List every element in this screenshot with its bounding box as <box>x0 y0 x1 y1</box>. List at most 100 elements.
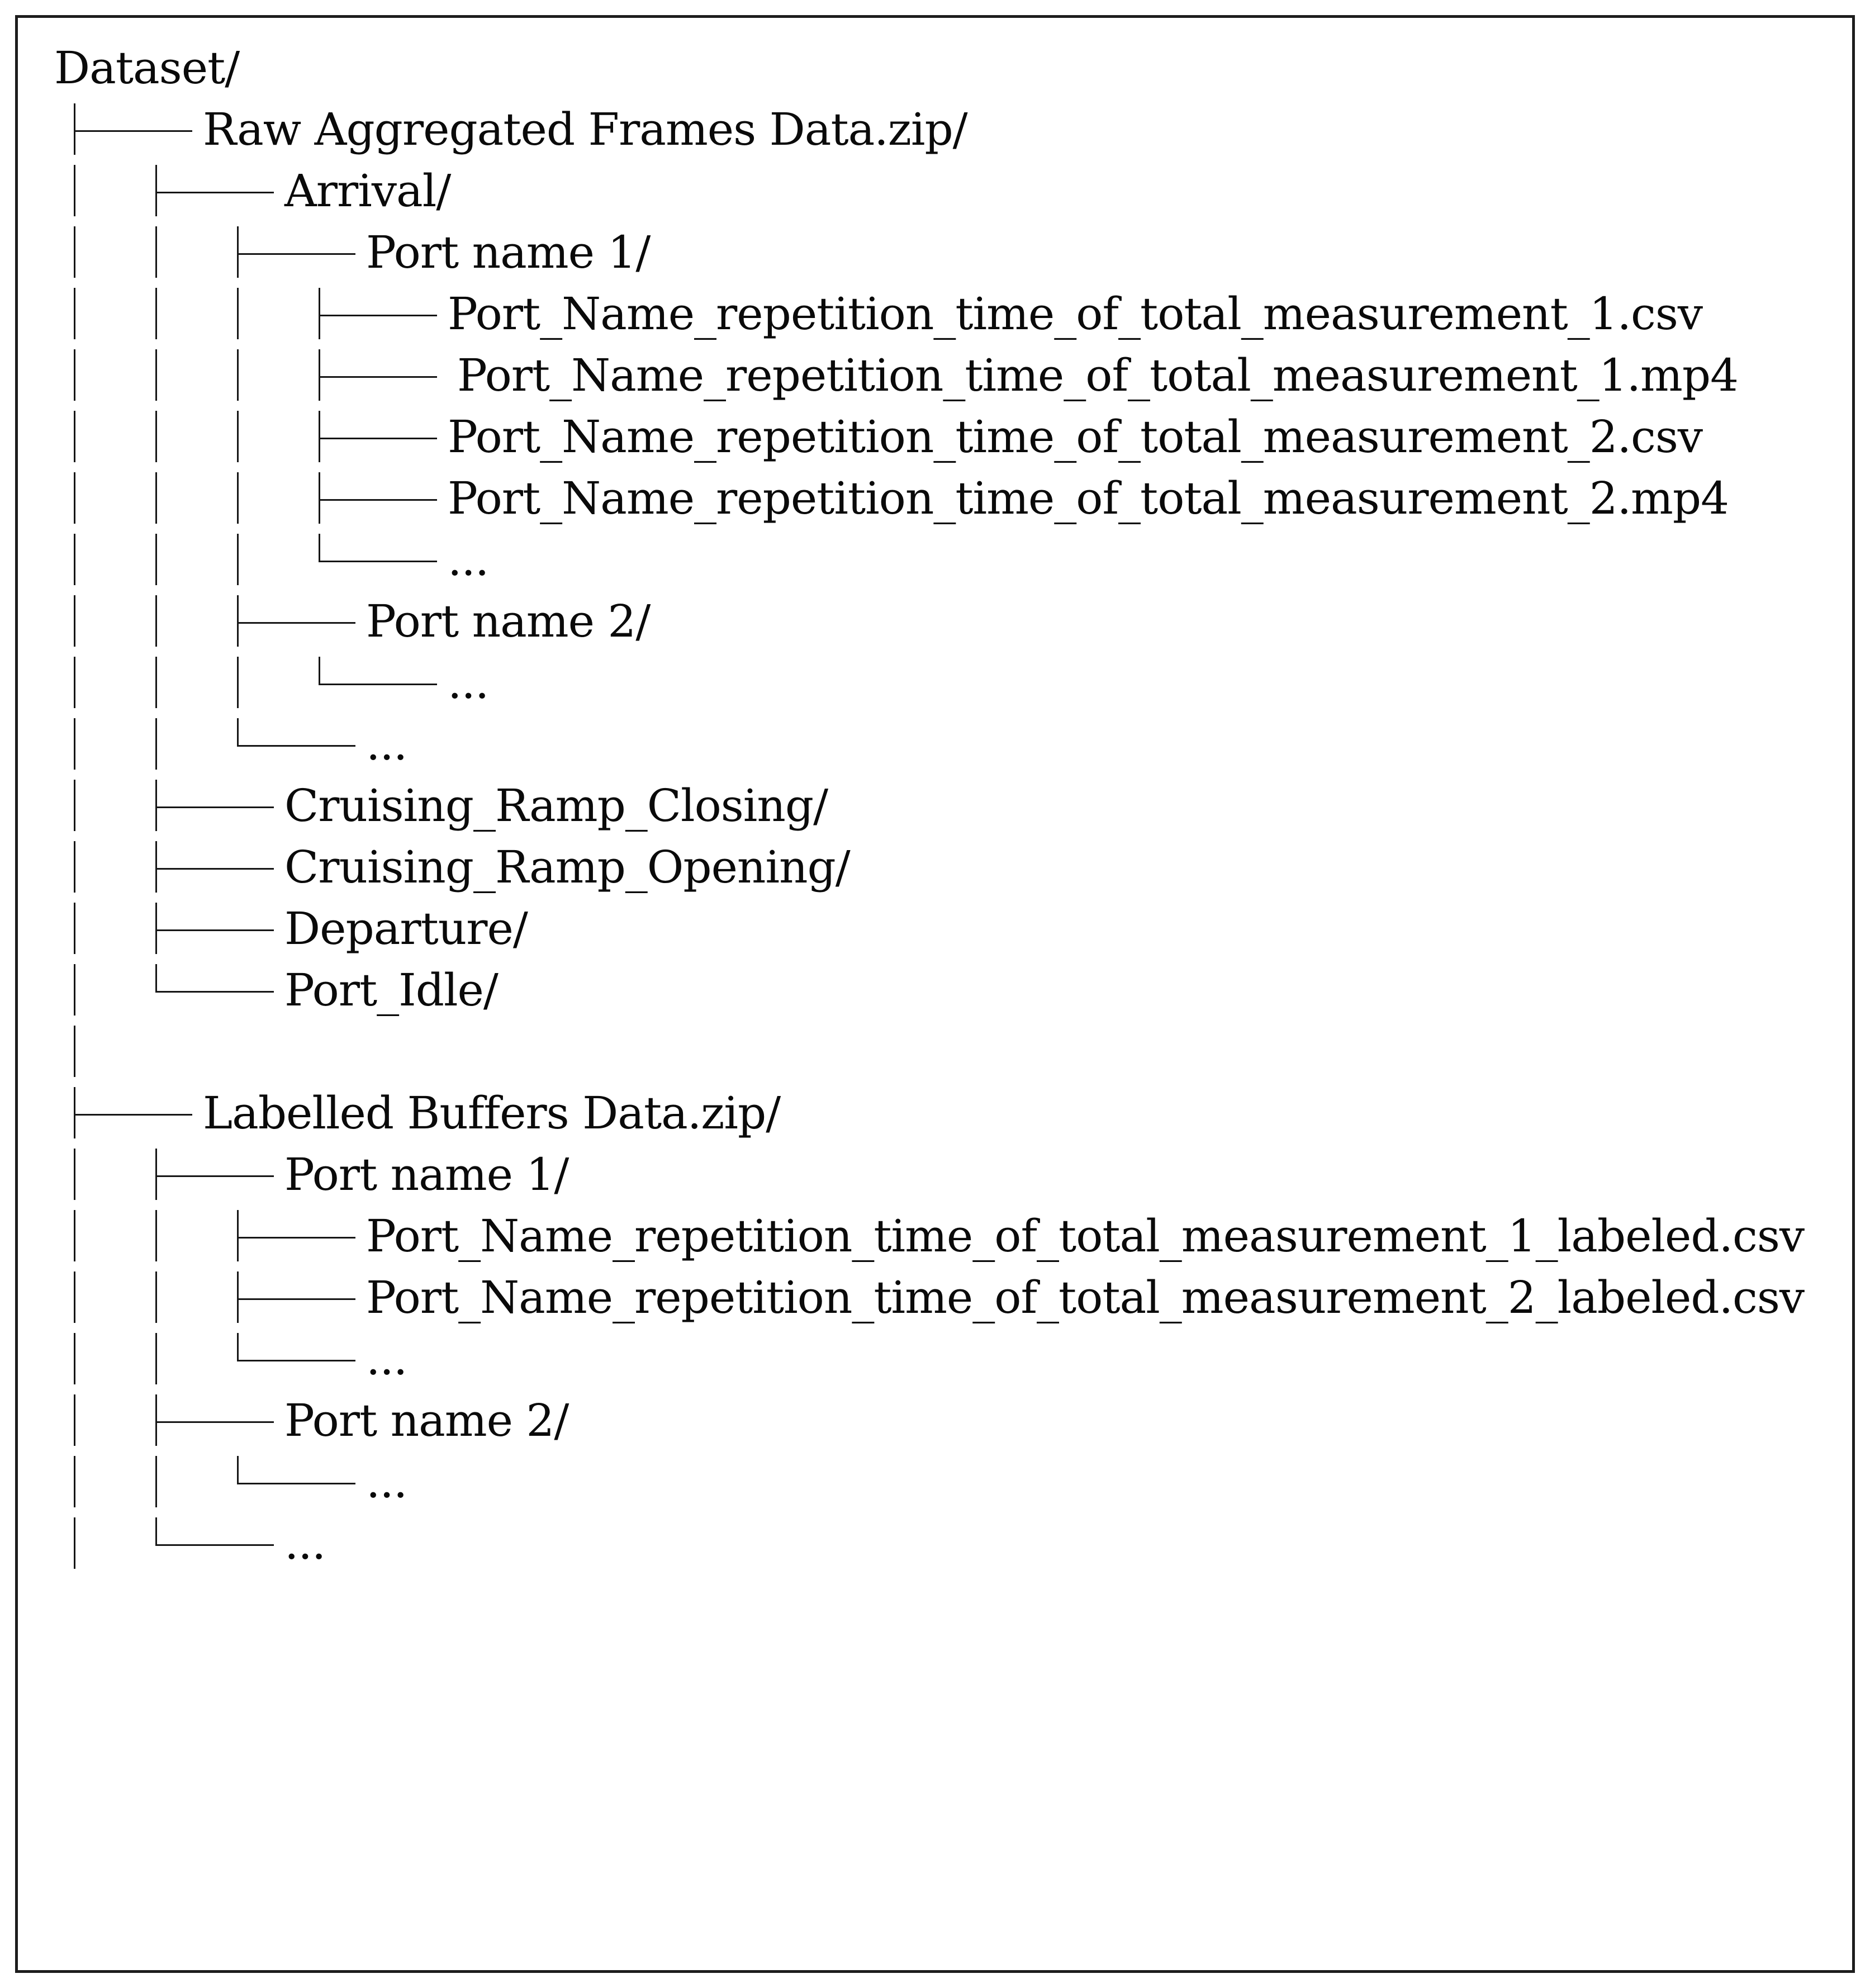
tree-row: ... <box>0 714 1870 775</box>
tree-branch-connector <box>236 1210 239 1261</box>
tree-branch-rule <box>155 990 274 993</box>
tree-guide-line <box>73 1026 75 1077</box>
tree-node-label: ... <box>448 534 489 586</box>
tree-guide-line <box>73 903 75 954</box>
tree-guide-line <box>236 411 239 462</box>
tree-guide-line <box>155 1456 157 1507</box>
tree-node-label: Port name 2/ <box>284 1394 569 1446</box>
tree-branch-rule <box>155 1175 274 1177</box>
tree-guide-line <box>155 288 157 339</box>
tree-branch-rule <box>155 867 274 870</box>
tree-guide-line <box>155 226 157 278</box>
tree-branch-rule <box>236 621 355 624</box>
tree-last-connector <box>318 657 320 685</box>
tree-row: ... <box>0 529 1870 591</box>
tree-row: Port_Name_repetition_time_of_total_measu… <box>0 345 1870 406</box>
tree-node-label: Port name 1/ <box>366 226 651 278</box>
tree-node-label: Port name 1/ <box>284 1149 569 1201</box>
tree-branch-connector <box>73 103 75 155</box>
tree-guide-line <box>155 657 157 708</box>
tree-last-connector <box>236 1333 239 1361</box>
tree-guide-line <box>73 780 75 831</box>
tree-branch-connector <box>236 595 239 647</box>
tree-guide-line <box>73 226 75 278</box>
tree-node-label: Port_Name_repetition_time_of_total_measu… <box>366 1210 1805 1262</box>
tree-guide-line <box>155 1210 157 1261</box>
tree-row: Cruising_Ramp_Opening/ <box>0 837 1870 898</box>
tree-node-label: Port_Name_repetition_time_of_total_measu… <box>366 1271 1805 1323</box>
tree-row: Departure/ <box>0 898 1870 960</box>
tree-root-label: Dataset/ <box>54 42 240 94</box>
tree-row <box>0 1021 1870 1083</box>
tree-guide-line <box>155 349 157 401</box>
tree-branch-connector <box>318 349 320 401</box>
tree-branch-connector <box>155 841 157 893</box>
tree-guide-line <box>155 534 157 585</box>
tree-row: ... <box>0 652 1870 714</box>
tree-guide-line <box>73 1271 75 1323</box>
tree-row: Port_Name_repetition_time_of_total_measu… <box>0 406 1870 468</box>
tree-row: Port name 1/ <box>0 1144 1870 1206</box>
tree-branch-rule <box>318 314 437 316</box>
tree-guide-line <box>155 595 157 647</box>
tree-row: Labelled Buffers Data.zip/ <box>0 1083 1870 1144</box>
tree-row: ... <box>0 1329 1870 1390</box>
tree-branch-connector <box>155 903 157 954</box>
tree-node-label: ... <box>366 718 407 770</box>
tree-branch-rule <box>155 1544 274 1546</box>
tree-node-label: Port_Name_repetition_time_of_total_measu… <box>448 288 1703 340</box>
tree-guide-line <box>73 165 75 216</box>
tree-guide-line <box>73 349 75 401</box>
tree-guide-line <box>155 1333 157 1384</box>
tree-branch-connector <box>236 1271 239 1323</box>
tree-node-label: Cruising_Ramp_Closing/ <box>284 780 828 832</box>
tree-node-label: ... <box>366 1333 407 1385</box>
tree-node-label: Cruising_Ramp_Opening/ <box>284 841 851 893</box>
tree-guide-line <box>73 595 75 647</box>
tree-row: Port_Name_repetition_time_of_total_measu… <box>0 283 1870 345</box>
tree-guide-line <box>73 411 75 462</box>
tree-node-label: Port_Name_repetition_time_of_total_measu… <box>457 349 1739 401</box>
figure-border <box>15 15 1855 1973</box>
tree-branch-rule <box>236 1236 355 1239</box>
tree-branch-connector <box>155 780 157 831</box>
tree-last-connector <box>318 534 320 562</box>
tree-guide-line <box>155 1271 157 1323</box>
tree-node-label: Port_Idle/ <box>284 964 499 1016</box>
tree-branch-connector <box>318 411 320 462</box>
tree-node-label: Raw Aggregated Frames Data.zip/ <box>203 103 968 155</box>
tree-branch-connector <box>236 226 239 278</box>
tree-last-connector <box>155 964 157 993</box>
tree-guide-line <box>155 472 157 524</box>
tree-row: Raw Aggregated Frames Data.zip/ <box>0 99 1870 160</box>
tree-row: Port_Name_repetition_time_of_total_measu… <box>0 1267 1870 1329</box>
tree-guide-line <box>73 718 75 770</box>
tree-guide-line <box>73 1517 75 1569</box>
tree-node-label: ... <box>448 657 489 709</box>
tree-branch-rule <box>318 683 437 685</box>
tree-row: Port name 1/ <box>0 222 1870 283</box>
tree-guide-line <box>236 472 239 524</box>
tree-guide-line <box>73 1456 75 1507</box>
tree-branch-rule <box>236 253 355 255</box>
tree-node-label: ... <box>366 1456 407 1508</box>
tree-guide-line <box>73 657 75 708</box>
tree-row: Arrival/ <box>0 160 1870 222</box>
tree-branch-rule <box>73 1113 192 1116</box>
tree-branch-rule <box>155 806 274 808</box>
tree-node-label: Port_Name_repetition_time_of_total_measu… <box>448 472 1729 524</box>
tree-branch-rule <box>318 560 437 562</box>
tree-guide-line <box>73 288 75 339</box>
tree-branch-rule <box>236 1359 355 1361</box>
tree-row: Port name 2/ <box>0 591 1870 652</box>
tree-row: Port name 2/ <box>0 1390 1870 1451</box>
tree-branch-rule <box>318 437 437 439</box>
tree-guide-line <box>73 841 75 893</box>
tree-branch-rule <box>155 191 274 193</box>
tree-branch-rule <box>155 929 274 931</box>
tree-node-label: Departure/ <box>284 903 528 955</box>
tree-row: ... <box>0 1513 1870 1574</box>
tree-last-connector <box>155 1517 157 1546</box>
tree-guide-line <box>236 349 239 401</box>
